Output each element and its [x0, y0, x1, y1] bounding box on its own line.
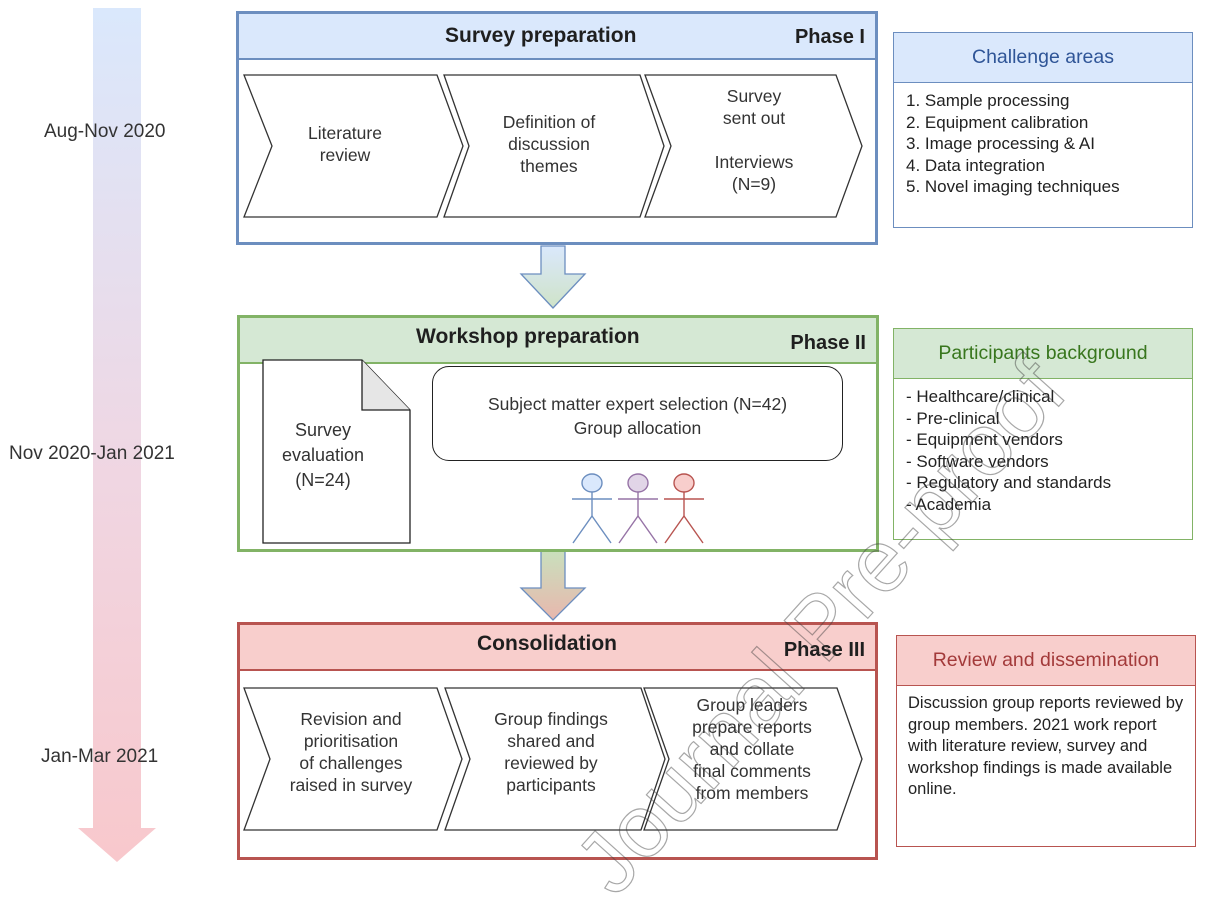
- phase-1-to-2-arrow: [519, 245, 587, 621]
- challenge-areas-panel: Challenge areas 1. Sample processing 2. …: [893, 32, 1193, 228]
- phase-2-label: Phase II: [790, 332, 866, 354]
- phase-2-to-3-arrow: [519, 550, 587, 621]
- review-dissemination-title: Review and dissemination: [897, 636, 1195, 686]
- phase-3-label: Phase III: [783, 639, 865, 661]
- phase-1-header: [239, 14, 875, 60]
- timeline-date-1: Aug-Nov 2020: [44, 121, 166, 142]
- phase-2-header: [240, 318, 876, 364]
- actor-blue-icon: [572, 473, 612, 544]
- phase-1-title: Survey preparation: [445, 24, 637, 47]
- challenge-areas-list: 1. Sample processing 2. Equipment calibr…: [894, 83, 1192, 198]
- phase-3-step-3-chevron: [643, 687, 863, 831]
- list-item: 4. Data integration: [906, 155, 1045, 175]
- phase-3-step-2-chevron: [444, 687, 666, 831]
- actor-purple-icon: [618, 473, 658, 544]
- expert-selection-box: [432, 366, 843, 461]
- participant-actors: [572, 473, 704, 544]
- list-item: - Healthcare/clinical: [906, 387, 1055, 406]
- list-item: - Equipment vendors: [906, 430, 1063, 449]
- participants-background-title: Participants background: [894, 329, 1192, 379]
- phase-1-label: Phase I: [794, 26, 865, 48]
- review-dissemination-panel: Review and dissemination Discussion grou…: [896, 635, 1196, 847]
- timeline-date-2: Nov 2020-Jan 2021: [9, 443, 175, 464]
- list-item: 3. Image processing & AI: [906, 134, 1095, 153]
- phase-1-step-2-chevron: [443, 74, 665, 218]
- phase-3-step-1-chevron: [243, 687, 463, 831]
- list-item: 2. Equipment calibration: [906, 112, 1089, 132]
- timeline-arrow: [78, 8, 156, 862]
- list-item: 5. Novel imaging techniques: [906, 177, 1120, 196]
- survey-evaluation-document: [262, 359, 411, 544]
- challenge-areas-title: Challenge areas: [894, 33, 1192, 83]
- list-item: - Pre-clinical: [906, 408, 1000, 428]
- phase-2-title: Workshop preparation: [416, 325, 640, 348]
- participants-background-panel: Participants background - Healthcare/cli…: [893, 328, 1193, 540]
- phase-1-chevrons: [243, 74, 863, 218]
- list-item: - Regulatory and standards: [906, 473, 1112, 492]
- actor-red-icon: [664, 473, 704, 544]
- list-item: 1. Sample processing: [906, 91, 1070, 110]
- review-dissemination-text: Discussion group reports reviewed by gro…: [908, 694, 1184, 798]
- timeline-date-3: Jan-Mar 2021: [41, 746, 159, 767]
- list-item: - Academia: [906, 494, 992, 514]
- participants-background-list: - Healthcare/clinical - Pre-clinical - E…: [894, 379, 1192, 515]
- phase-3-title: Consolidation: [477, 632, 617, 655]
- phase-1-step-1-chevron: [243, 74, 464, 218]
- list-item: - Software vendors: [906, 451, 1049, 471]
- phase-1-step-3-chevron: [644, 74, 863, 218]
- expert-selection-text: Subject matter expert selection (N=42)Gr…: [487, 394, 788, 438]
- phase-3-header: [240, 625, 875, 671]
- phase-3-chevrons: [243, 687, 863, 831]
